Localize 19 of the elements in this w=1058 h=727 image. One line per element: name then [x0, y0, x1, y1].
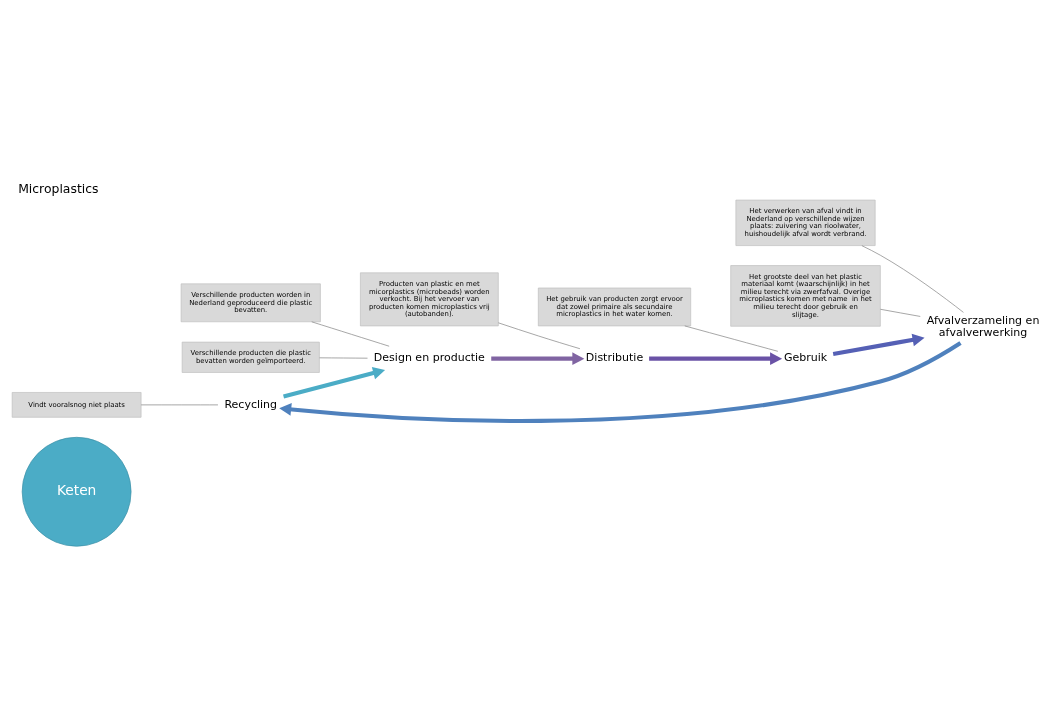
diagram-title: Microplastics	[18, 181, 99, 197]
connector	[319, 357, 368, 359]
arrow	[832, 333, 925, 356]
arrow	[649, 352, 783, 365]
connector	[311, 321, 390, 347]
node-circle: Keten	[21, 436, 132, 547]
node-text: Design en productie	[373, 351, 485, 365]
connector	[140, 404, 219, 406]
node-text: Distributie	[585, 351, 644, 365]
arrow	[283, 366, 386, 399]
arrow	[491, 352, 585, 365]
node-text: Gebruik	[783, 351, 828, 365]
connector	[498, 322, 581, 350]
node-text: Recycling	[224, 397, 278, 411]
connector	[684, 325, 779, 352]
arrow	[279, 341, 962, 423]
connector	[861, 245, 964, 313]
connector	[880, 308, 921, 317]
node-text: Afvalverzameling en afvalverwerking	[926, 314, 1040, 340]
